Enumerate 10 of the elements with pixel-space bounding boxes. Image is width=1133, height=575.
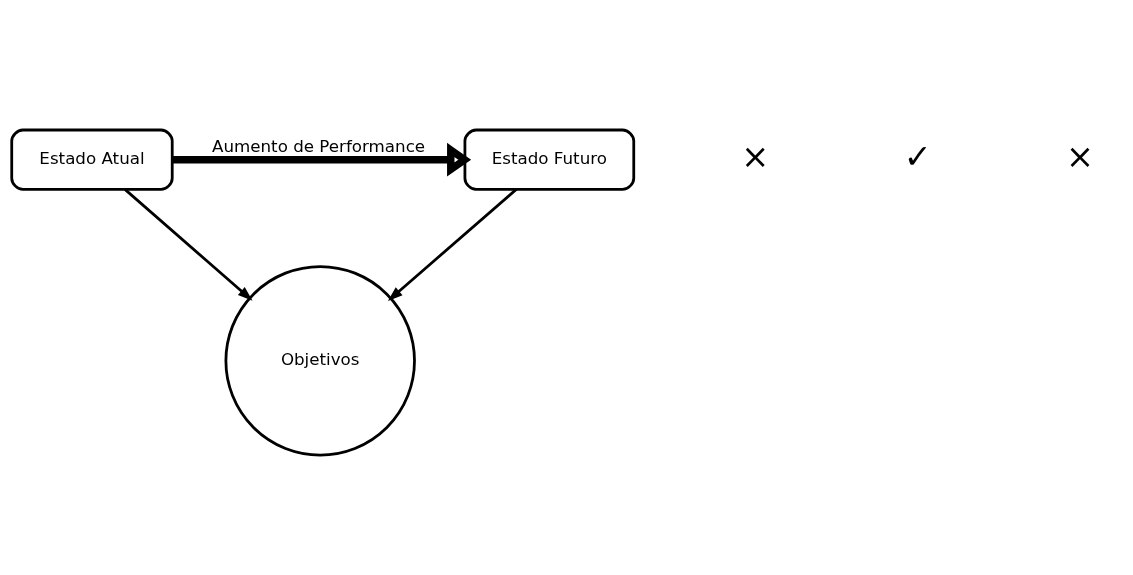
label: × <box>1066 136 1094 176</box>
edge-label: Aumento de Performance <box>212 136 426 156</box>
arrow <box>124 187 253 301</box>
label: ✓ <box>903 136 932 176</box>
arrow <box>387 187 518 301</box>
arrow <box>172 142 472 177</box>
label: × <box>741 136 770 176</box>
node-circle: Objetivos <box>224 264 416 456</box>
node-box: Estado Futuro <box>463 128 636 191</box>
node-box: Estado Atual <box>10 128 174 191</box>
